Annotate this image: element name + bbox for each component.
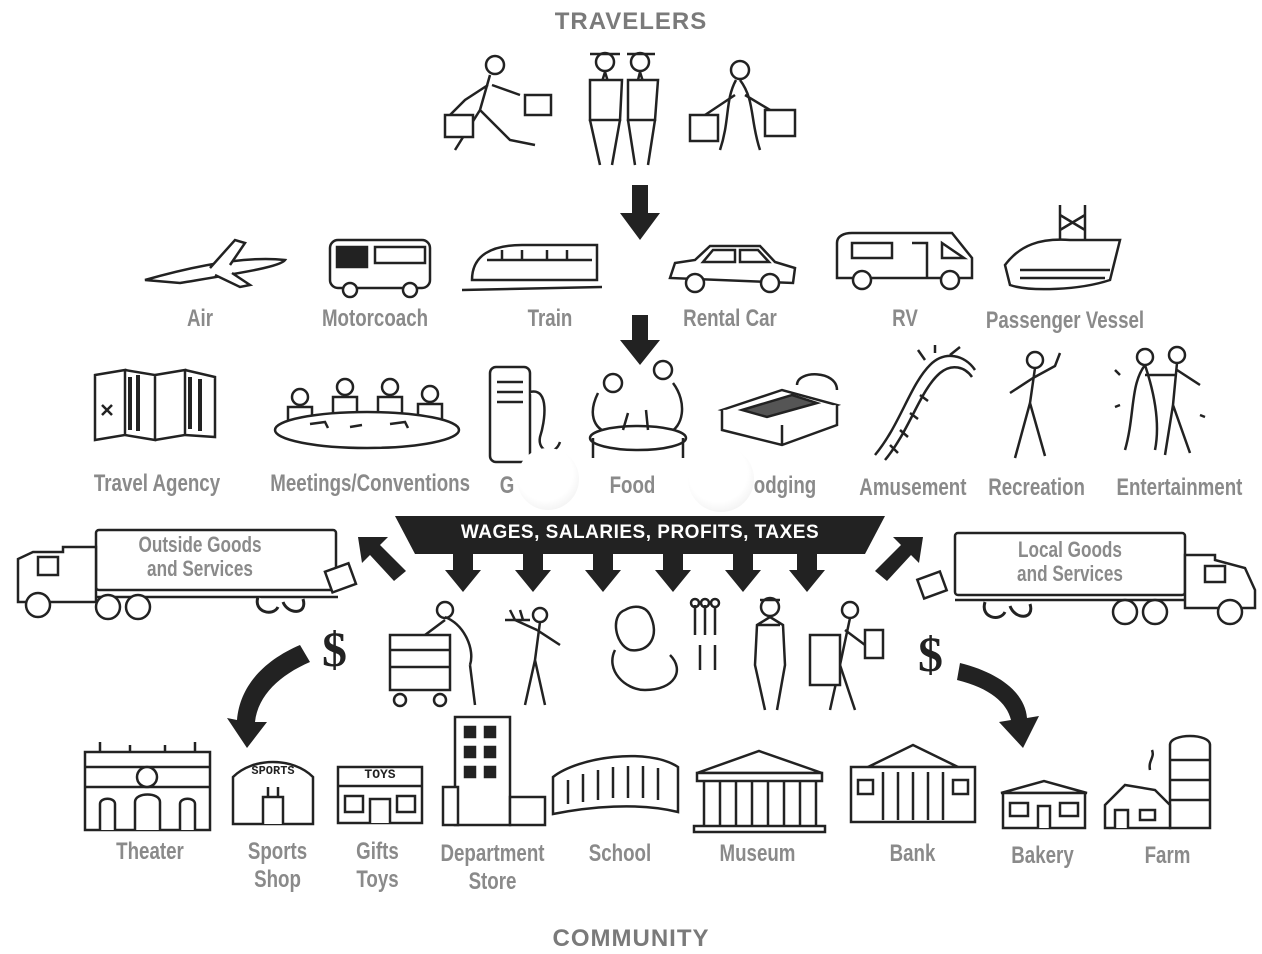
arrow-up-left-icon (358, 537, 408, 582)
service-label-food: Food (609, 472, 656, 499)
community-label-farm: Farm (1144, 842, 1191, 869)
bank-icon (848, 742, 978, 827)
truck-left-label: Outside Goods and Services (138, 532, 262, 581)
train-icon (461, 235, 603, 295)
service-label-recreation: Recreation (988, 474, 1085, 501)
workers-illustration (385, 595, 885, 720)
curved-arrow-left-icon (225, 640, 315, 750)
transport-label-motorcoach: Motorcoach (321, 305, 429, 332)
community-label-sports-shop: Sports Shop (247, 838, 308, 893)
airplane-icon (140, 235, 290, 290)
truck-left-icon (8, 527, 358, 622)
community-label-bank: Bank (889, 840, 936, 867)
ship-icon (1000, 200, 1125, 295)
service-label-amusement: Amusement (859, 474, 967, 501)
gas-pump-icon (485, 362, 575, 467)
transport-label-passenger-vessel: Passenger Vessel (985, 307, 1145, 334)
arrow-down-row (445, 552, 835, 594)
service-label-lodging: odging (753, 472, 817, 499)
museum-icon (692, 748, 827, 834)
theater-icon (80, 742, 215, 832)
dancers-icon (1114, 345, 1206, 460)
community-label-museum: Museum (719, 840, 796, 867)
community-label-school: School (588, 840, 652, 867)
golfer-icon (1000, 348, 1070, 463)
rv-icon (832, 228, 977, 296)
service-label-gas: G (499, 472, 515, 499)
bus-icon (325, 235, 435, 300)
transport-label-train: Train (527, 305, 573, 332)
transport-label-rental-car: Rental Car (683, 305, 777, 332)
service-label-meetings-conventions: Meetings/Conventions (270, 470, 471, 497)
meeting-table-icon (270, 372, 465, 452)
community-label-theater: Theater (116, 838, 184, 865)
dollar-sign-right: $ (918, 626, 943, 682)
arrow-up-right-icon (873, 537, 923, 582)
transport-label-rv: RV (892, 305, 918, 332)
community-label-department-store: Department Store (440, 840, 545, 895)
sports-shop-sign: SPORTS (251, 764, 295, 778)
community-label-gifts-toys: Gifts Toys (356, 838, 399, 893)
diagram-title-community: COMMUNITY (552, 925, 710, 952)
toy-store-sign: TOYS (364, 767, 396, 782)
blot-mark (517, 448, 579, 510)
arrow-down-icon (620, 185, 660, 240)
curved-arrow-right-icon (955, 648, 1050, 753)
dining-icon (578, 358, 698, 463)
farm-icon (1100, 730, 1220, 830)
wages-banner (395, 516, 885, 556)
bed-icon (712, 365, 842, 450)
truck-right-icon (915, 530, 1260, 630)
diagram-title-travelers: TRAVELERS (554, 8, 708, 35)
service-label-entertainment: Entertainment (1116, 474, 1243, 501)
dollar-sign-left: $ (322, 621, 347, 677)
sports-shop-icon (228, 752, 318, 827)
truck-right-label: Local Goods and Services (1017, 537, 1123, 586)
car-icon (665, 238, 800, 298)
arrow-down-icon (620, 315, 660, 365)
transport-label-air: Air (186, 305, 214, 332)
roller-coaster-icon (870, 345, 980, 465)
travelers-illustration (440, 40, 810, 170)
wages-banner-text: WAGES, SALARIES, PROFITS, TAXES (460, 522, 820, 543)
service-label-travel-agency: Travel Agency (93, 470, 221, 497)
school-icon (548, 742, 683, 817)
blot-mark (688, 446, 754, 512)
department-store-icon (440, 712, 550, 827)
flags-icon (90, 365, 220, 445)
toy-store-icon (335, 764, 425, 826)
community-label-bakery: Bakery (1011, 842, 1074, 869)
bakery-icon (998, 778, 1090, 830)
